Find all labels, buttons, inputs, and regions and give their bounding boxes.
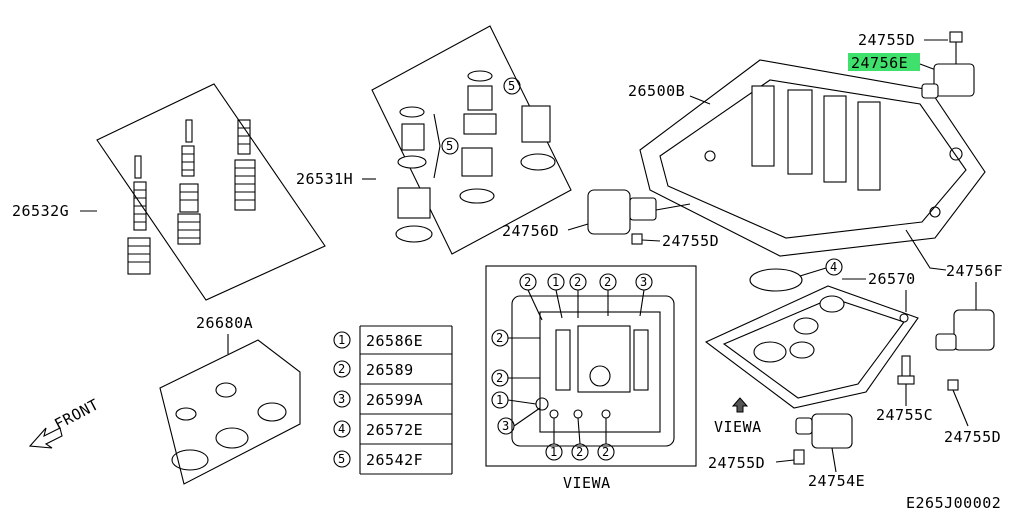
legend: 1 26586E 2 26589 3 26599A 4 26572E 5 265… xyxy=(333,325,453,475)
callout-4: 4 xyxy=(830,260,837,274)
legend-part: 26589 xyxy=(366,361,414,379)
view-a-arrow-group: VIEWA xyxy=(714,397,762,436)
solenoid-24756D-group: 24756D 24755D xyxy=(502,189,719,250)
label-24756E: 24756E xyxy=(851,54,908,72)
highlight-24756E xyxy=(848,53,920,71)
valve-icon xyxy=(395,70,556,243)
legend-item: 5 26542F xyxy=(333,450,423,469)
vw-callout-top-1: 2 xyxy=(524,275,531,289)
vw-callout-left-4: 3 xyxy=(502,419,509,433)
front-label: FRONT xyxy=(51,395,102,433)
legend-part: 26599A xyxy=(366,391,423,409)
legend-part: 26586E xyxy=(366,332,423,350)
legend-item: 3 26599A xyxy=(333,390,423,409)
label-26680A: 26680A xyxy=(196,314,253,332)
solenoid-24756F-group: 24756F 24755D xyxy=(905,229,1003,446)
gasket-kit-group: 26680A xyxy=(159,314,301,485)
label-26500B: 26500B xyxy=(628,82,685,100)
view-a-box-group: 2 1 2 2 3 2 2 1 3 1 2 2 VIEWA xyxy=(485,265,697,492)
legend-part: 26542F xyxy=(366,451,423,469)
oil-strainer-group: 4 26570 xyxy=(704,258,919,409)
valve-body-group: 26500B xyxy=(628,59,986,257)
bolt-24755C-group: 24755C xyxy=(876,355,933,424)
legend-num: 5 xyxy=(338,452,345,466)
vw-callout-left-2: 2 xyxy=(496,371,503,385)
valve-kit-group: 5 5 26531H xyxy=(296,25,572,255)
vw-callout-bottom-1: 1 xyxy=(550,445,557,459)
legend-num: 4 xyxy=(338,422,345,436)
label-24755D-mid: 24755D xyxy=(662,232,719,250)
label-24754E: 24754E xyxy=(808,472,865,490)
vw-callout-top-5: 3 xyxy=(640,275,647,289)
label-26531H: 26531H xyxy=(296,170,353,188)
vw-callout-bottom-3: 2 xyxy=(602,445,609,459)
label-24756D: 24756D xyxy=(502,222,559,240)
solenoid-24754E-group: 24755D 24754E xyxy=(708,413,865,490)
label-26532G: 26532G xyxy=(12,202,69,220)
view-a-arrow-label: VIEWA xyxy=(714,418,762,436)
vw-callout-top-4: 2 xyxy=(604,275,611,289)
label-24756F: 24756F xyxy=(946,262,1003,280)
legend-part: 26572E xyxy=(366,421,423,439)
vw-callout-left-1: 2 xyxy=(496,331,503,345)
solenoid-24756E-group: 24755D 24756E xyxy=(848,31,975,99)
legend-item: 1 26586E xyxy=(333,331,423,350)
vw-callout-top-3: 2 xyxy=(574,275,581,289)
legend-num: 1 xyxy=(338,333,345,347)
spring-icon xyxy=(127,119,256,275)
diagram-id: E265J00002 xyxy=(906,494,1001,512)
legend-item: 4 26572E xyxy=(333,420,423,439)
legend-num: 2 xyxy=(338,362,345,376)
front-arrow-group: FRONT xyxy=(28,395,102,449)
vw-callout-left-3: 1 xyxy=(496,393,503,407)
spring-kit-group: 26532G xyxy=(12,83,326,301)
vw-callout-bottom-2: 2 xyxy=(576,445,583,459)
vw-callout-top-2: 1 xyxy=(552,275,559,289)
label-24755C: 24755C xyxy=(876,406,933,424)
legend-item: 2 26589 xyxy=(333,360,414,379)
label-24755D-bottom: 24755D xyxy=(708,454,765,472)
label-24755D-right: 24755D xyxy=(944,428,1001,446)
legend-num: 3 xyxy=(338,392,345,406)
view-a-label: VIEWA xyxy=(563,474,611,492)
callout-5a: 5 xyxy=(508,79,515,93)
callout-5b: 5 xyxy=(446,139,453,153)
label-26570: 26570 xyxy=(868,270,916,288)
label-24755D-top: 24755D xyxy=(858,31,915,49)
